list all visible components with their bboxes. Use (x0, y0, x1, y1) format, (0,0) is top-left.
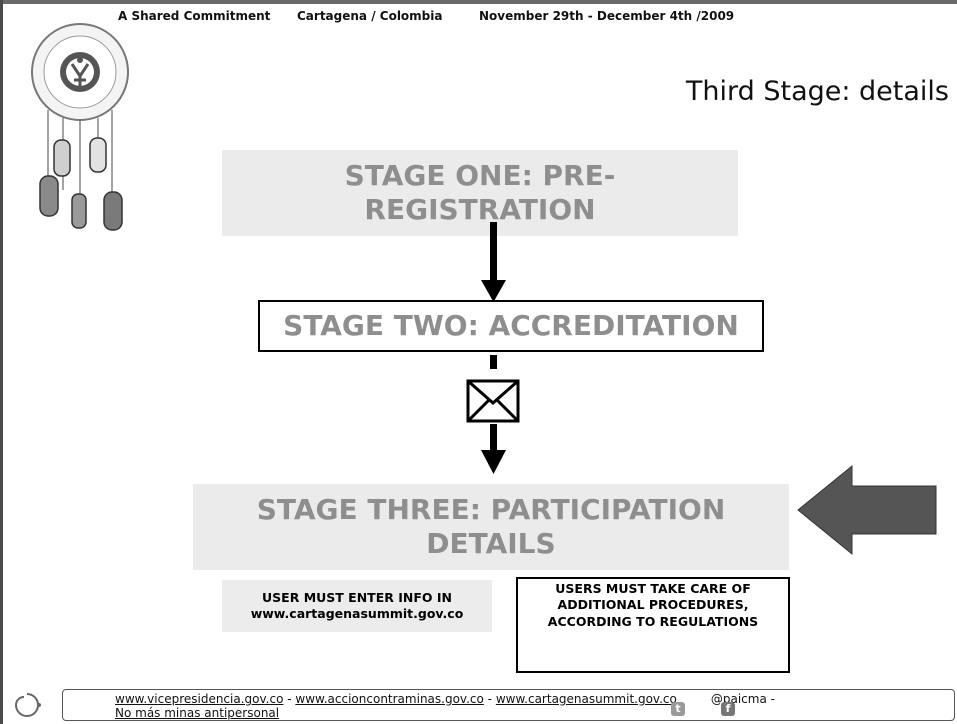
slide-top-border (0, 0, 957, 4)
footer-twitter-handle: @paicma (710, 692, 767, 706)
stage-three-line2: DETAILS (426, 527, 556, 560)
pointer-arrow-left-icon (797, 464, 937, 556)
footer-tagline[interactable]: No más minas antipersonal (115, 706, 280, 720)
stage-two-label: STAGE TWO: ACCREDITATION (283, 309, 739, 343)
header-commitment: A Shared Commitment (118, 9, 271, 23)
note-additional-procedures: USERS MUST TAKE CARE OF ADDITIONAL PROCE… (516, 577, 790, 673)
envelope-icon (466, 379, 520, 423)
footer-link-cartagenasummit[interactable]: www.cartagenasummit.gov.co (495, 692, 677, 706)
footer-links: www.vicepresidencia.gov.co - www.accionc… (115, 692, 775, 706)
slide-title: Third Stage: details (685, 76, 949, 107)
note-enter-info-line1: USER MUST ENTER INFO IN (262, 589, 452, 605)
note-enter-info-line2: www.cartagenasummit.gov.co (250, 606, 464, 621)
header-location: Cartagena / Colombia (297, 9, 443, 23)
stage-one-line1: STAGE ONE: PRE- (344, 159, 616, 193)
footer-link-accioncontraminas[interactable]: www.accioncontraminas.gov.co (295, 692, 484, 706)
stage-three-line1: STAGE THREE: PARTICIPATION (256, 493, 726, 527)
footer-bar: www.vicepresidencia.gov.co - www.accionc… (62, 689, 955, 721)
slide-left-border (0, 0, 3, 724)
header-dates: November 29th - December 4th /2009 (479, 9, 735, 23)
stage-one-line2: REGISTRATION (364, 193, 596, 226)
twitter-icon[interactable]: t (671, 702, 685, 716)
footer-separator: - (283, 692, 296, 706)
stage-three-box: STAGE THREE: PARTICIPATION DETAILS (193, 484, 789, 570)
note-enter-info: USER MUST ENTER INFO IN www.cartagenasum… (222, 580, 492, 632)
summit-logo (31, 23, 129, 231)
facebook-icon[interactable]: f (721, 702, 735, 716)
note-procedures-line3: ACCORDING TO REGULATIONS (547, 613, 759, 629)
arrow-down-one (481, 222, 506, 302)
footer-separator: - (766, 692, 775, 706)
footer-separator: - (483, 692, 496, 706)
stage-one-box: STAGE ONE: PRE- REGISTRATION (222, 150, 738, 236)
arrow-down-two (481, 355, 506, 474)
note-procedures-line2: ADDITIONAL PROCEDURES, (557, 597, 749, 613)
header-bar: A Shared Commitment Cartagena / Colombia… (0, 6, 957, 28)
spiral-icon (14, 693, 41, 717)
note-procedures-line1: USERS MUST TAKE CARE OF (555, 581, 751, 596)
footer-link-vicepresidencia[interactable]: www.vicepresidencia.gov.co (115, 692, 284, 706)
stage-two-box: STAGE TWO: ACCREDITATION (258, 300, 764, 352)
